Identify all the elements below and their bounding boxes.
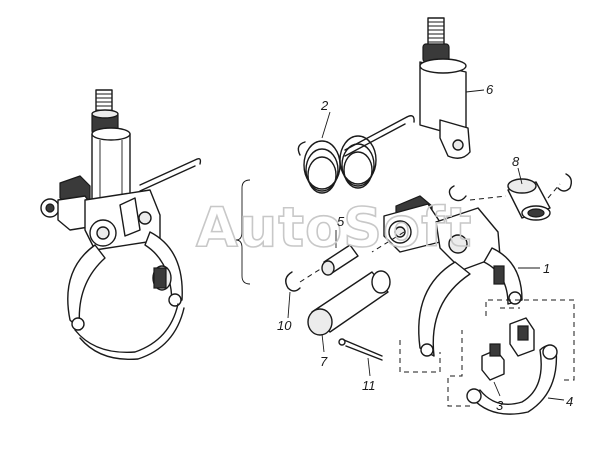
part-2-torsion-spring xyxy=(297,115,415,194)
part-6-shift-rod xyxy=(419,17,471,159)
callout-4: 4 xyxy=(566,394,573,409)
callout-1: 1 xyxy=(543,261,550,276)
callout-10: 10 xyxy=(277,318,292,333)
part-10-retaining-clip xyxy=(285,271,301,292)
part-5-pin xyxy=(321,244,359,276)
callout-labels: 1 2 3 4 5 6 7 8 10 11 xyxy=(277,82,573,413)
part-1-shift-fork xyxy=(383,195,523,357)
retaining-clip-upper xyxy=(448,185,467,202)
callout-11: 11 xyxy=(362,378,376,393)
fork-hub-left xyxy=(84,189,161,251)
watermark-text: AutoSoft xyxy=(196,196,472,259)
part-3-fork-shoe xyxy=(481,317,535,381)
part-4-retaining-strap xyxy=(466,344,558,415)
fork-arms-left xyxy=(67,231,183,331)
callout-3: 3 xyxy=(496,398,504,413)
group-bracket xyxy=(235,179,251,285)
callout-2: 2 xyxy=(320,98,329,113)
assembly-guide-lines xyxy=(299,183,575,407)
callout-6: 6 xyxy=(486,82,494,97)
part-7-pivot-pin xyxy=(307,270,391,336)
retaining-clip-right xyxy=(557,173,573,192)
part-11-cotter-pin xyxy=(338,338,383,361)
callout-leaders xyxy=(287,89,565,401)
callout-5: 5 xyxy=(337,214,345,229)
callout-7: 7 xyxy=(320,354,328,369)
callout-8: 8 xyxy=(512,154,520,169)
part-8-bushing xyxy=(507,178,551,221)
assembled-fork-left xyxy=(40,89,202,361)
